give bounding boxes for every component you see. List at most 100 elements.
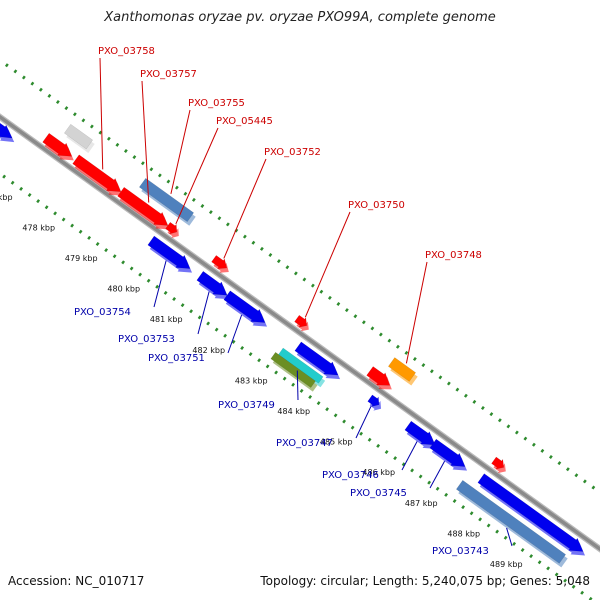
tick-mark — [463, 393, 468, 398]
tick-mark — [529, 554, 534, 559]
tick-mark — [531, 442, 536, 447]
tick-mark — [2, 174, 7, 179]
tick-mark — [78, 229, 83, 234]
gene-arrow[interactable] — [42, 132, 73, 157]
gene-arrow[interactable] — [366, 366, 391, 386]
gene-label[interactable]: PXO_03751 — [148, 353, 205, 364]
gene-arrow[interactable] — [165, 221, 178, 235]
gene-label[interactable]: PXO_03755 — [188, 98, 245, 109]
gene-arrow[interactable] — [223, 290, 266, 323]
gene-label[interactable]: PXO_03747 — [276, 438, 333, 449]
gene-label[interactable]: PXO_03745 — [350, 488, 407, 499]
tick-mark — [574, 473, 579, 478]
tick-mark — [571, 584, 576, 589]
tick-mark — [506, 424, 511, 429]
gene-arrow[interactable] — [211, 255, 228, 269]
gene-feature[interactable] — [278, 347, 326, 388]
gene-feature[interactable] — [491, 456, 506, 474]
gene-label[interactable]: PXO_05445 — [216, 116, 273, 127]
gene-feature[interactable] — [387, 357, 418, 386]
gene-feature[interactable] — [477, 473, 585, 556]
gene-arrow[interactable] — [196, 270, 228, 296]
tick-mark — [387, 338, 392, 343]
tick-mark — [140, 161, 145, 166]
tick-mark — [157, 173, 162, 178]
tick-mark — [172, 297, 177, 302]
gene-feature[interactable] — [117, 186, 170, 230]
gene-arrow[interactable] — [72, 154, 122, 192]
gene-label[interactable]: PXO_03748 — [425, 250, 482, 261]
tick-mark — [370, 326, 375, 331]
gene-label[interactable]: PXO_03749 — [218, 400, 275, 411]
tick-mark — [472, 399, 477, 404]
gene-label[interactable]: PXO_03743 — [432, 546, 489, 557]
gene-arrow[interactable] — [117, 186, 169, 226]
tick-label: 481 kbp — [150, 315, 183, 324]
tick-mark — [291, 382, 296, 387]
gene-label-leader — [227, 314, 243, 354]
gene-feature[interactable] — [72, 154, 123, 196]
gene-feature[interactable] — [367, 394, 381, 411]
tick-mark — [47, 93, 52, 98]
gene-feature[interactable] — [455, 479, 568, 568]
gene-label[interactable]: PXO_03758 — [98, 46, 155, 57]
gene-label-leader — [175, 127, 219, 225]
gene-feature[interactable] — [165, 221, 179, 238]
gene-feature[interactable] — [223, 290, 267, 327]
gene-arrow[interactable] — [404, 420, 436, 446]
gene-arrow[interactable] — [491, 456, 505, 470]
gene-arrow[interactable] — [455, 479, 567, 564]
tick-mark — [248, 352, 253, 357]
gene-arrow[interactable] — [477, 473, 584, 552]
tick-mark — [554, 572, 559, 577]
gene-arrow[interactable] — [429, 438, 466, 467]
gene-feature[interactable] — [211, 255, 229, 273]
gene-label[interactable]: PXO_03746 — [322, 470, 379, 481]
gene-feature[interactable] — [147, 235, 192, 273]
gene-feature[interactable] — [270, 351, 318, 392]
gene-arrow[interactable] — [0, 114, 13, 139]
tick-mark — [217, 216, 222, 221]
gene-arrow[interactable] — [270, 351, 316, 388]
gene-arrow[interactable] — [138, 177, 195, 223]
tick-label: 489 kbp — [490, 560, 523, 569]
gene-label-leader — [141, 80, 150, 203]
tick-mark — [359, 431, 364, 436]
tick-mark — [274, 370, 279, 375]
tick-mark — [546, 566, 551, 571]
gene-feature[interactable] — [404, 420, 437, 449]
tick-mark — [333, 413, 338, 418]
tick-mark — [336, 301, 341, 306]
gene-feature[interactable] — [294, 314, 309, 332]
gene-feature[interactable] — [138, 177, 196, 226]
gene-arrow[interactable] — [367, 394, 380, 408]
gene-label[interactable]: PXO_03753 — [118, 334, 175, 345]
gene-feature[interactable] — [429, 438, 467, 471]
gene-arrow[interactable] — [147, 235, 191, 269]
gene-feature[interactable] — [42, 132, 74, 161]
tick-mark — [308, 394, 313, 399]
gene-label[interactable]: PXO_03752 — [264, 147, 321, 158]
tick-mark — [316, 401, 321, 406]
gene-feature[interactable] — [196, 270, 229, 300]
gene-arrow[interactable] — [294, 314, 308, 328]
tick-mark — [563, 578, 568, 583]
gene-label[interactable]: PXO_03754 — [74, 307, 131, 318]
gene-label[interactable]: PXO_03757 — [140, 69, 197, 80]
gene-arrow[interactable] — [294, 341, 339, 376]
gene-arrow[interactable] — [63, 123, 94, 150]
tick-mark — [438, 375, 443, 380]
tick-mark — [452, 499, 457, 504]
gene-feature[interactable] — [63, 123, 95, 153]
tick-mark — [206, 321, 211, 326]
gene-feature[interactable] — [366, 366, 392, 390]
gene-arrow[interactable] — [278, 347, 324, 384]
gene-feature[interactable] — [0, 114, 15, 143]
gene-feature[interactable] — [294, 341, 340, 380]
gene-arrow[interactable] — [387, 357, 417, 382]
tick-label: 488 kbp — [447, 529, 480, 538]
tick-mark — [376, 443, 381, 448]
gene-label[interactable]: PXO_03750 — [348, 200, 405, 211]
tick-label: 478 kbp — [22, 223, 55, 232]
tick-mark — [427, 480, 432, 485]
